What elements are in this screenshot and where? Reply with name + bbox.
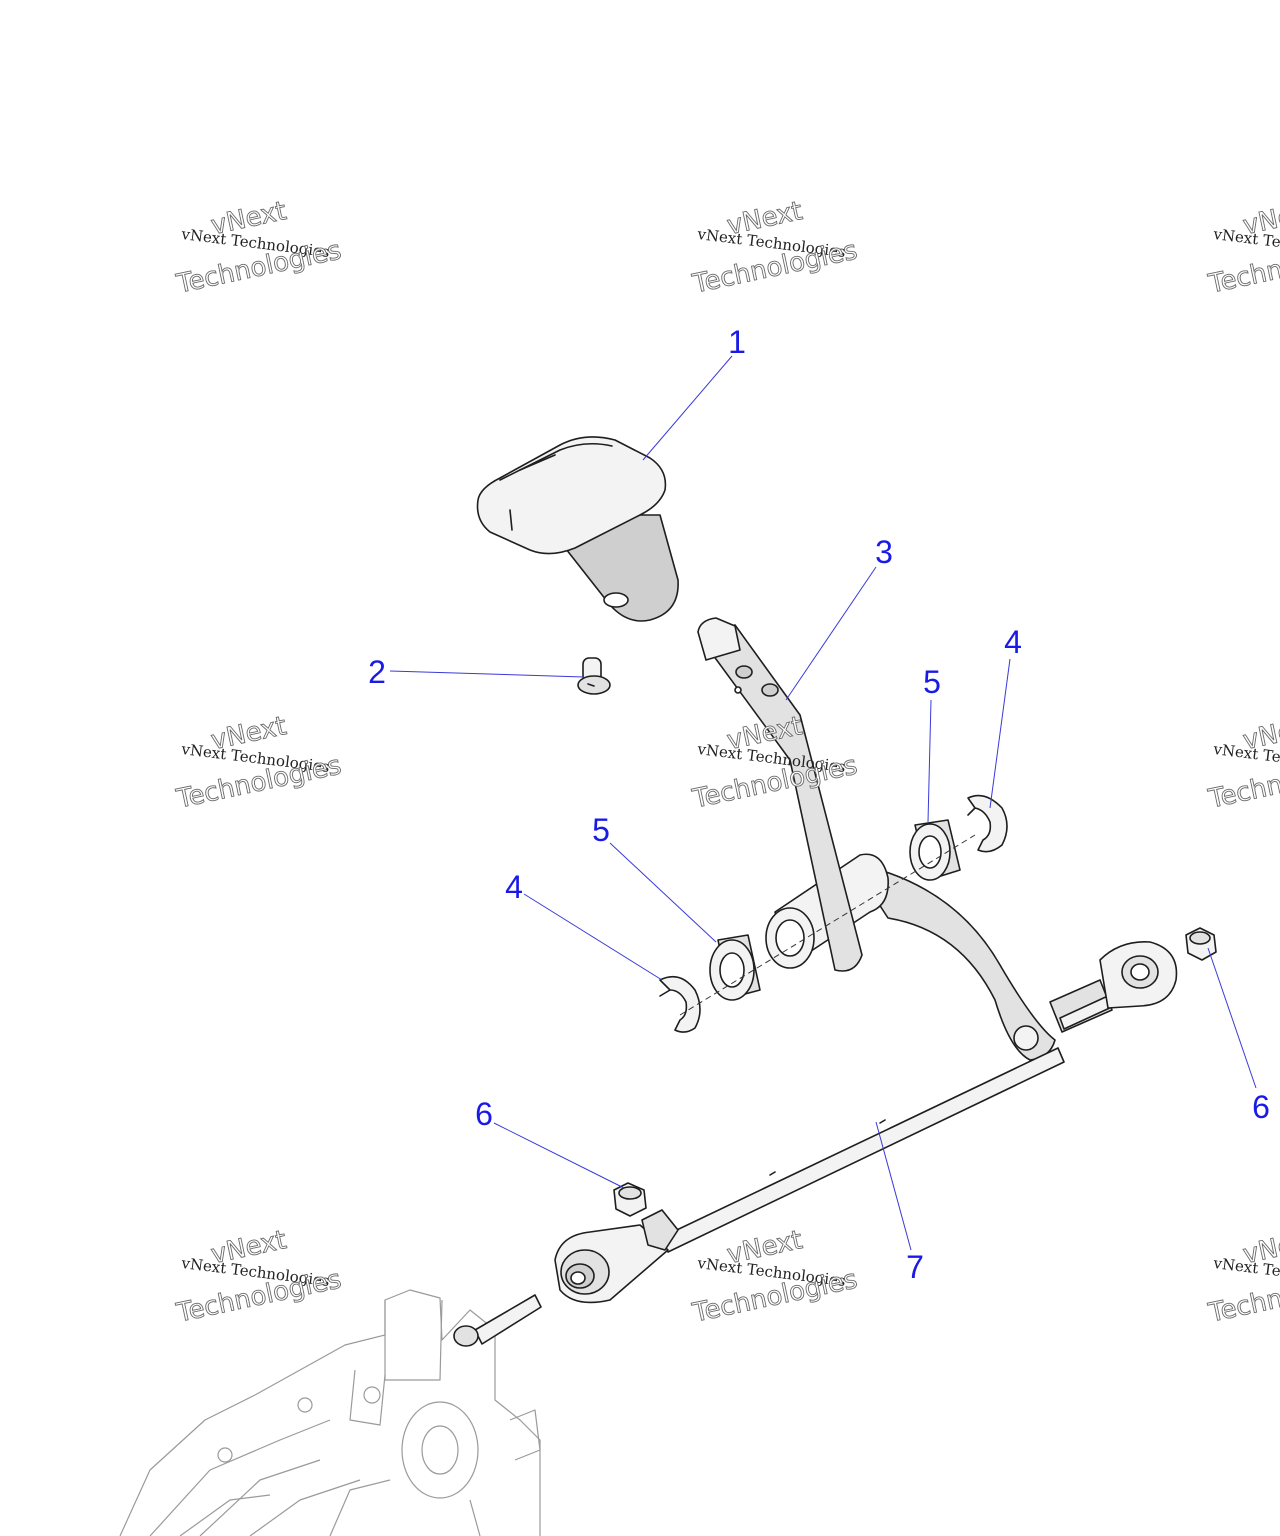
leader-2	[389, 670, 585, 678]
part-5-bushing-right	[909, 819, 961, 881]
callout-1: 1	[728, 324, 746, 360]
part-3-shift-lever	[697, 617, 1056, 1061]
watermark-top-center: vNext vNext Technologies Technologies	[689, 196, 860, 301]
callout-4a: 4	[1004, 624, 1022, 660]
watermark-bottom-right: vNext vNext Technologies Technologies	[1205, 1225, 1280, 1330]
watermark-bottom-left: vNext vNext Technologies Technologies	[173, 1225, 344, 1330]
watermark-mid-center: vNext vNext Technologies Technologies	[689, 711, 860, 816]
callout-6a: 6	[1252, 1089, 1270, 1125]
part-6-nut-left	[613, 1182, 647, 1217]
part-1-shift-knob	[476, 436, 679, 622]
watermark-top-left: vNext vNext Technologies Technologies	[173, 196, 344, 301]
part-5-bushing-left	[709, 934, 761, 1001]
leader-6b	[493, 1122, 625, 1189]
leader-lines	[389, 355, 1257, 1251]
watermark-top-right: vNext vNext Technologies Technologies	[1205, 196, 1280, 301]
pivot-axis-line	[679, 834, 976, 1016]
transmission-housing-ghost	[119, 1289, 541, 1536]
leader-7	[875, 1121, 912, 1251]
part-4-e-clip-left	[659, 975, 701, 1033]
watermark-mid-left: vNext vNext Technologies Technologies	[173, 711, 344, 816]
mounting-bolt	[453, 1294, 542, 1347]
watermark-mid-right: vNext vNext Technologies Technologies	[1205, 711, 1280, 816]
callout-4b: 4	[505, 869, 523, 905]
callout-3: 3	[875, 534, 893, 570]
leader-1	[642, 355, 733, 461]
callout-2: 2	[368, 654, 386, 690]
part-6-nut-right	[1185, 927, 1217, 961]
leader-6a	[1207, 947, 1257, 1089]
watermark-bottom-center: vNext vNext Technologies Technologies	[689, 1225, 860, 1330]
callout-7: 7	[906, 1249, 924, 1285]
callout-5a: 5	[923, 664, 941, 700]
part-2-rivet	[577, 657, 611, 695]
callout-6b: 6	[475, 1096, 493, 1132]
leader-3	[785, 566, 877, 701]
leader-4a	[989, 658, 1011, 809]
leader-5a	[927, 699, 932, 823]
callout-5b: 5	[592, 812, 610, 848]
leader-4b	[523, 893, 663, 981]
callout-numbers: 1 2 3 4 4 5 5 6 6 7	[368, 324, 1270, 1285]
leader-5b	[609, 842, 717, 943]
part-4-e-clip-right	[967, 794, 1008, 853]
part-7-shift-linkage-rod	[554, 941, 1178, 1304]
